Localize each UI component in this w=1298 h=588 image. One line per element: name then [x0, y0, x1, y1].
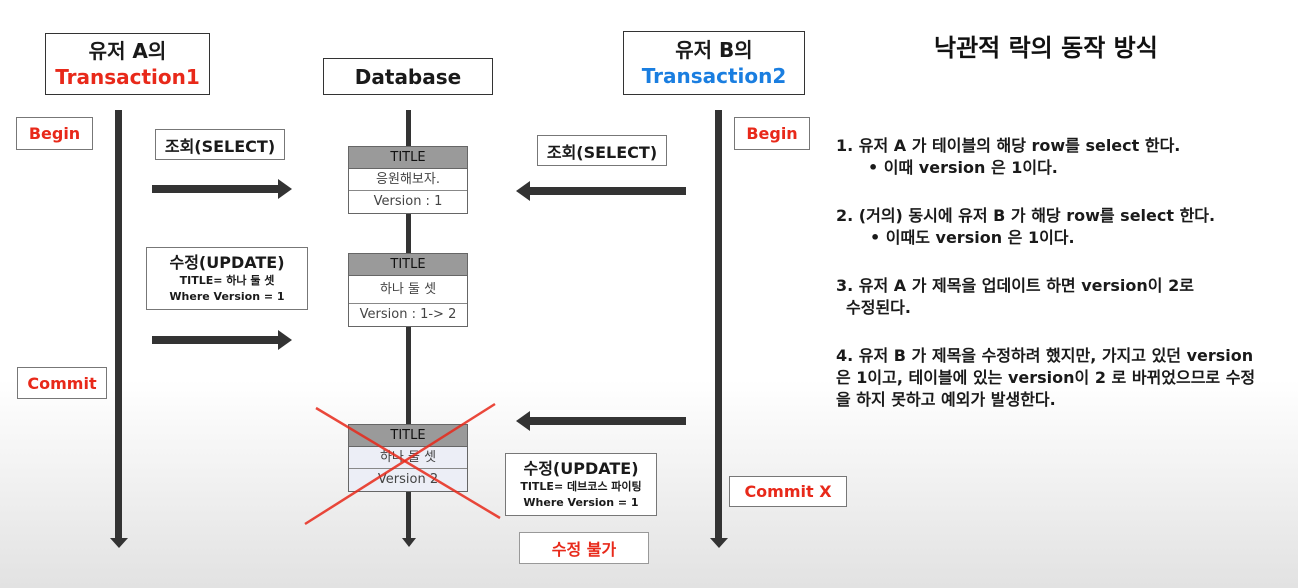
lifeline-user-b — [715, 110, 722, 540]
db-table-2-head: TITLE — [349, 254, 467, 276]
db-table-2-value: 하나 둘 셋 — [349, 276, 467, 304]
transaction2-label: Transaction2 — [641, 64, 787, 88]
steps-list: 1. 유저 A 가 테이블의 해당 row를 select 한다. • 이때 v… — [836, 135, 1286, 437]
db-table-2-version: Version : 1-> 2 — [349, 304, 467, 326]
update-a-line1: TITLE= 하나 둘 셋 — [179, 273, 275, 287]
commit-a-label: Commit — [17, 367, 107, 399]
step-2-main: 2. (거의) 동시에 유저 B 가 해당 row를 select 한다. — [836, 206, 1216, 225]
update-b-line2: Where Version = 1 — [523, 495, 639, 509]
arrow-select-a-head — [278, 179, 292, 199]
begin-b-label: Begin — [734, 117, 810, 150]
lifeline-database-arrow — [402, 538, 416, 547]
step-2: 2. (거의) 동시에 유저 B 가 해당 row를 select 한다. • … — [836, 205, 1286, 249]
step-3-main: 3. 유저 A 가 제목을 업데이트 하면 version이 2로 — [836, 276, 1194, 295]
update-b-label: 수정(UPDATE) TITLE= 데브코스 파이팅 Where Version… — [505, 453, 657, 516]
page-title: 낙관적 락의 동작 방식 — [934, 34, 1158, 62]
step-4: 4. 유저 B 가 제목을 수정하려 했지만, 가지고 있던 version은 … — [836, 345, 1286, 411]
step-1: 1. 유저 A 가 테이블의 해당 row를 select 한다. • 이때 v… — [836, 135, 1286, 179]
database-header: Database — [323, 58, 493, 95]
update-a-title: 수정(UPDATE) — [169, 252, 285, 272]
user-a-header: 유저 A의 Transaction1 — [45, 33, 210, 95]
update-b-line1: TITLE= 데브코스 파이팅 — [520, 479, 642, 493]
transaction1-label: Transaction1 — [55, 65, 200, 89]
db-table-1-value: 응원해보자. — [349, 169, 467, 191]
select-b-label: 조회(SELECT) — [537, 135, 667, 166]
db-table-3-version: Version 2 — [349, 469, 467, 491]
lifeline-user-b-arrow — [710, 538, 728, 548]
step-1-sub: • 이때 version 은 1이다. — [868, 158, 1058, 177]
begin-a-label: Begin — [16, 117, 93, 150]
arrow-update-a — [152, 336, 280, 344]
fail-label: 수정 불가 — [519, 532, 649, 564]
select-a-label: 조회(SELECT) — [155, 129, 285, 160]
step-4-main: 4. 유저 B 가 제목을 수정하려 했지만, 가지고 있던 version은 … — [836, 346, 1256, 409]
select-b-text: 조회(SELECT) — [546, 142, 658, 162]
update-a-line2: Where Version = 1 — [169, 289, 285, 303]
step-3: 3. 유저 A 가 제목을 업데이트 하면 version이 2로 수정된다. — [836, 275, 1286, 319]
user-b-label: 유저 B의 — [675, 38, 753, 62]
arrow-select-b-head — [516, 181, 530, 201]
database-label: Database — [354, 64, 462, 89]
arrow-update-b-head — [516, 411, 530, 431]
db-table-1-head: TITLE — [349, 147, 467, 169]
step-2-sub: • 이때도 version 은 1이다. — [870, 228, 1075, 247]
step-1-main: 1. 유저 A 가 테이블의 해당 row를 select 한다. — [836, 136, 1181, 155]
lifeline-user-a-arrow — [110, 538, 128, 548]
arrow-update-b — [530, 417, 686, 425]
step-3-sub: 수정된다. — [846, 298, 911, 317]
db-table-1: TITLE 응원해보자. Version : 1 — [348, 146, 468, 214]
arrow-select-b — [530, 187, 686, 195]
arrow-select-a — [152, 185, 280, 193]
db-table-1-version: Version : 1 — [349, 191, 467, 213]
update-a-label: 수정(UPDATE) TITLE= 하나 둘 셋 Where Version =… — [146, 247, 308, 310]
user-b-header: 유저 B의 Transaction2 — [623, 31, 805, 95]
arrow-update-a-head — [278, 330, 292, 350]
lifeline-user-a — [115, 110, 122, 540]
cross-icon — [304, 402, 501, 526]
db-table-2: TITLE 하나 둘 셋 Version : 1-> 2 — [348, 253, 468, 327]
commit-b-label: Commit X — [729, 476, 847, 507]
user-a-label: 유저 A의 — [88, 39, 167, 63]
update-b-title: 수정(UPDATE) — [523, 458, 639, 478]
select-a-text: 조회(SELECT) — [164, 136, 276, 156]
